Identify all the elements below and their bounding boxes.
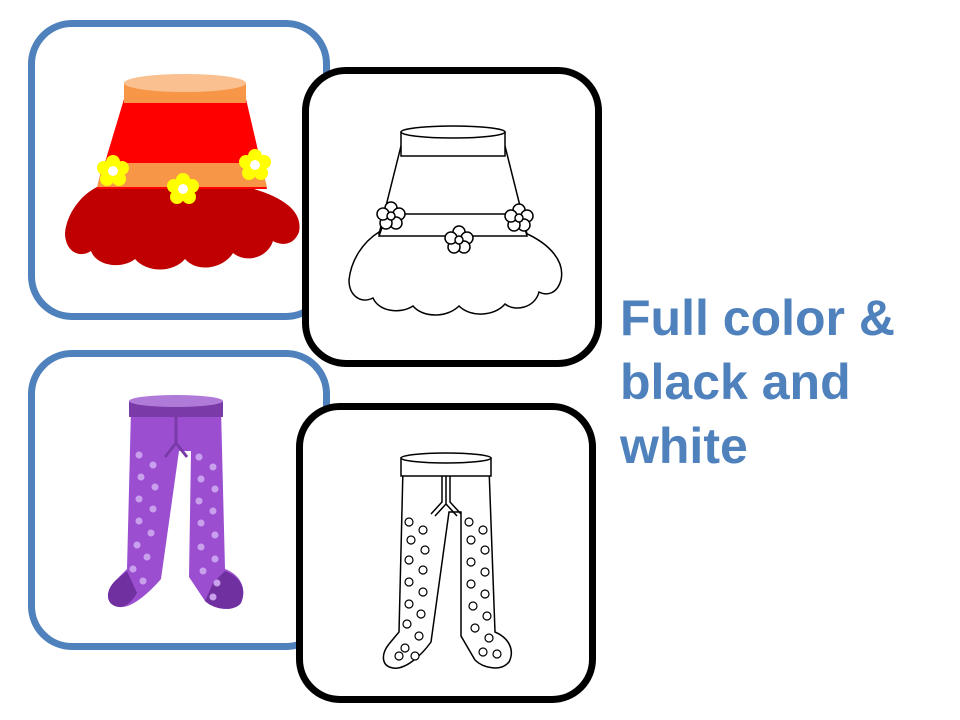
tights-outline-body — [382, 467, 513, 669]
skirt-outline-band — [377, 213, 528, 237]
skirt-outline-icon — [348, 125, 563, 316]
flower-icon — [239, 149, 271, 180]
caption-line-1: Full color & — [620, 290, 895, 346]
skirt-color-card — [28, 20, 330, 320]
tights-bw-card — [296, 403, 596, 703]
skirt-bw-card — [302, 67, 602, 367]
caption-text: Full color & black and white — [620, 286, 950, 478]
flower-outline-icon — [376, 201, 406, 230]
tights-color-card — [28, 350, 330, 650]
caption-line-3: white — [620, 418, 748, 474]
polka-dots-outline — [394, 517, 502, 661]
skirt-outline-ruffle — [348, 231, 563, 316]
tights-outline-icon — [382, 452, 513, 669]
tights-body — [107, 409, 244, 609]
polka-dots — [129, 451, 221, 601]
tights-icon — [107, 395, 244, 609]
skirt-ruffle — [65, 187, 300, 270]
flower-icon — [167, 173, 199, 204]
skirt-icon — [65, 74, 300, 270]
flower-outline-icon — [504, 203, 534, 232]
flower-icon — [97, 155, 129, 186]
caption-line-2: black and — [620, 354, 851, 410]
flower-outline-icon — [444, 225, 474, 254]
